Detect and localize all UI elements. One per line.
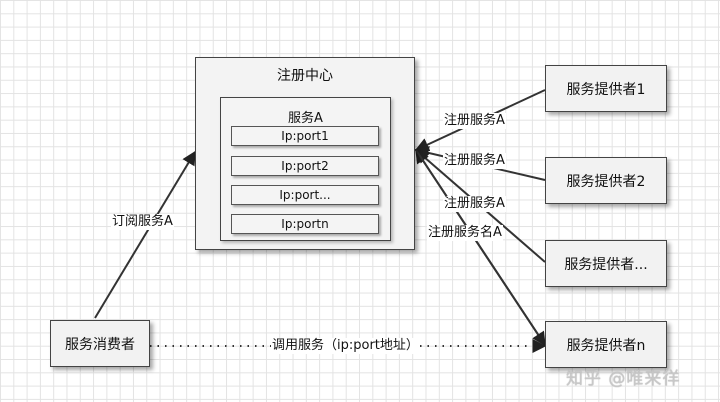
provider-2: 服务提供者2	[545, 157, 667, 204]
register-label-4: 注册服务名A	[427, 225, 503, 241]
notify-edge	[415, 149, 546, 347]
provider-1: 服务提供者1	[545, 65, 667, 112]
register-label-1: 注册服务A	[443, 113, 506, 129]
watermark-text: 知乎 @唯来徉	[566, 369, 681, 389]
register-label-3: 注册服务A	[443, 196, 506, 212]
registry-center: 注册中心 服务A Ip:port1 Ip:port2 Ip:port... Ip…	[195, 57, 415, 250]
service-consumer: 服务消费者	[50, 320, 150, 367]
subscribe-label: 订阅服务A	[111, 214, 174, 230]
registry-title: 注册中心	[277, 68, 333, 84]
provider-n: 服务提供者n	[545, 321, 667, 368]
instance-slot: Ip:port...	[231, 185, 379, 205]
instance-slot: Ip:portn	[231, 214, 379, 234]
invoke-label: 调用服务（ip:port地址）	[271, 338, 420, 354]
register-label-2: 注册服务A	[443, 153, 506, 169]
instance-slot: Ip:port1	[231, 126, 379, 146]
provider-3: 服务提供者...	[545, 240, 667, 287]
subscribe-edge	[94, 150, 196, 319]
instance-slot: Ip:port2	[231, 156, 379, 176]
service-a-title: 服务A	[288, 111, 323, 126]
service-a-box: 服务A Ip:port1 Ip:port2 Ip:port... Ip:port…	[220, 97, 391, 241]
